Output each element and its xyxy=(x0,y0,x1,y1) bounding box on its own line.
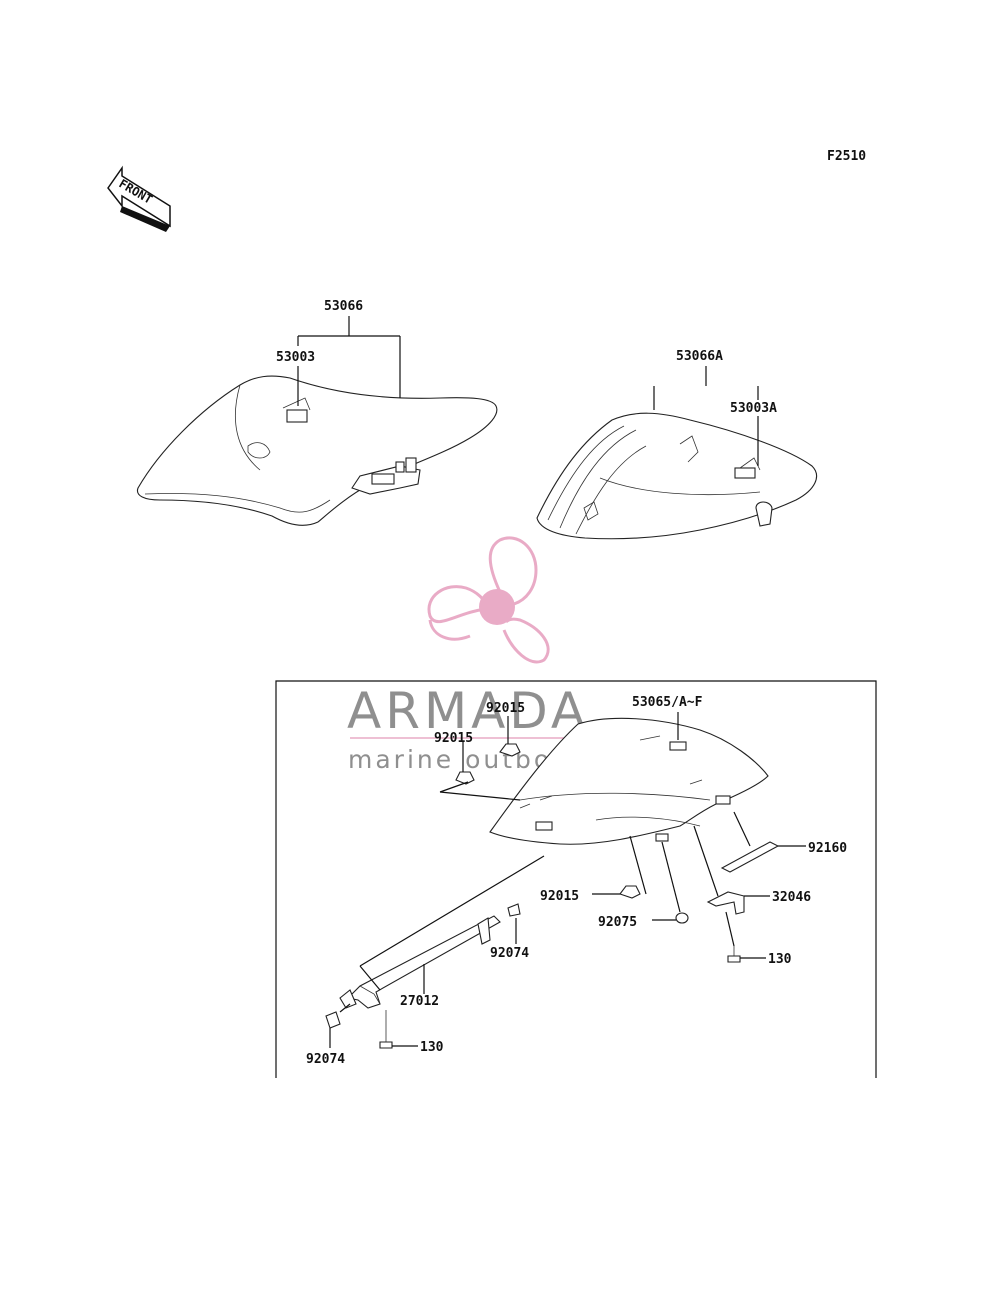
bolt-right xyxy=(727,946,741,963)
stay xyxy=(706,891,745,915)
callout-92015-bottom: 92015 xyxy=(540,889,579,904)
callout-92015-left: 92015 xyxy=(434,731,473,746)
callout-32046: 32046 xyxy=(772,890,811,905)
seat-assembly-a xyxy=(536,412,817,540)
pad xyxy=(720,841,780,873)
clip-bottom xyxy=(619,885,641,899)
callout-53066: 53066 xyxy=(324,299,363,314)
bracket xyxy=(339,915,501,1009)
seat-cover-tab xyxy=(286,409,308,423)
detail-frame xyxy=(275,680,877,1078)
propeller-icon xyxy=(427,536,550,664)
clip-left xyxy=(455,771,475,785)
seat-cover-a-tab xyxy=(734,467,756,479)
front-arrow-icon: FRONT xyxy=(107,165,171,232)
seat-assembly xyxy=(136,375,498,526)
callout-92015-top: 92015 xyxy=(486,701,525,716)
callout-92075: 92075 xyxy=(598,915,637,930)
figure-code: F2510 xyxy=(827,149,866,164)
callout-92160: 92160 xyxy=(808,841,847,856)
callout-92074-right: 92074 xyxy=(490,946,529,961)
bolt-left xyxy=(379,1010,393,1049)
brand-wordmark: ARMADA xyxy=(347,682,589,740)
damper-right xyxy=(507,903,521,917)
seat-cowl xyxy=(489,717,769,845)
callout-130-left: 130 xyxy=(420,1040,444,1055)
callout-53003: 53003 xyxy=(276,350,315,365)
callout-92074-left: 92074 xyxy=(306,1052,345,1067)
grommet xyxy=(675,912,689,924)
callout-53066a: 53066A xyxy=(676,349,723,364)
damper-left xyxy=(325,1011,341,1029)
callout-53065: 53065/A~F xyxy=(632,695,703,710)
callout-53003a: 53003A xyxy=(730,401,777,416)
callout-27012: 27012 xyxy=(400,994,439,1009)
callout-130-right: 130 xyxy=(768,952,792,967)
clip-top xyxy=(499,743,521,757)
